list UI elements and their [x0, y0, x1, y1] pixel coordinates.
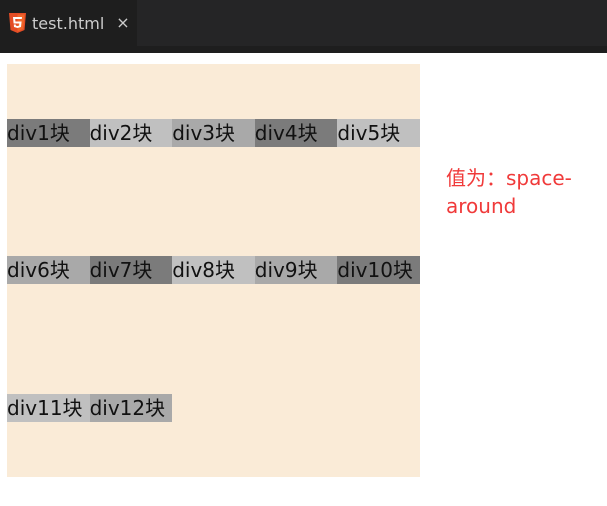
align-content-note: 值为：space-around — [446, 166, 572, 218]
tab-underline — [0, 46, 607, 53]
editor-tab-bar: test.html × — [0, 0, 607, 53]
flex-item-6: div6块 — [7, 256, 90, 285]
flex-container: div1块 div2块 div3块 div4块 div5块 div6块 div7… — [7, 64, 420, 477]
html5-icon — [9, 13, 26, 33]
flex-item-2: div2块 — [89, 118, 173, 147]
flex-item-8: div8块 — [172, 256, 255, 285]
flex-item-5: div5块 — [337, 118, 420, 147]
flex-item-3: div3块 — [172, 118, 255, 147]
flex-item-7: div7块 — [89, 256, 173, 285]
flex-item-12: div12块 — [89, 394, 173, 423]
flex-item-9: div9块 — [254, 256, 338, 285]
tab-title: test.html — [32, 13, 105, 33]
flex-item-11: div11块 — [7, 394, 90, 423]
close-icon[interactable]: × — [116, 13, 130, 32]
flex-item-4: div4块 — [254, 118, 338, 147]
flex-item-10: div10块 — [337, 256, 420, 285]
flex-item-1: div1块 — [7, 118, 90, 147]
file-tab[interactable]: test.html × — [0, 0, 137, 46]
